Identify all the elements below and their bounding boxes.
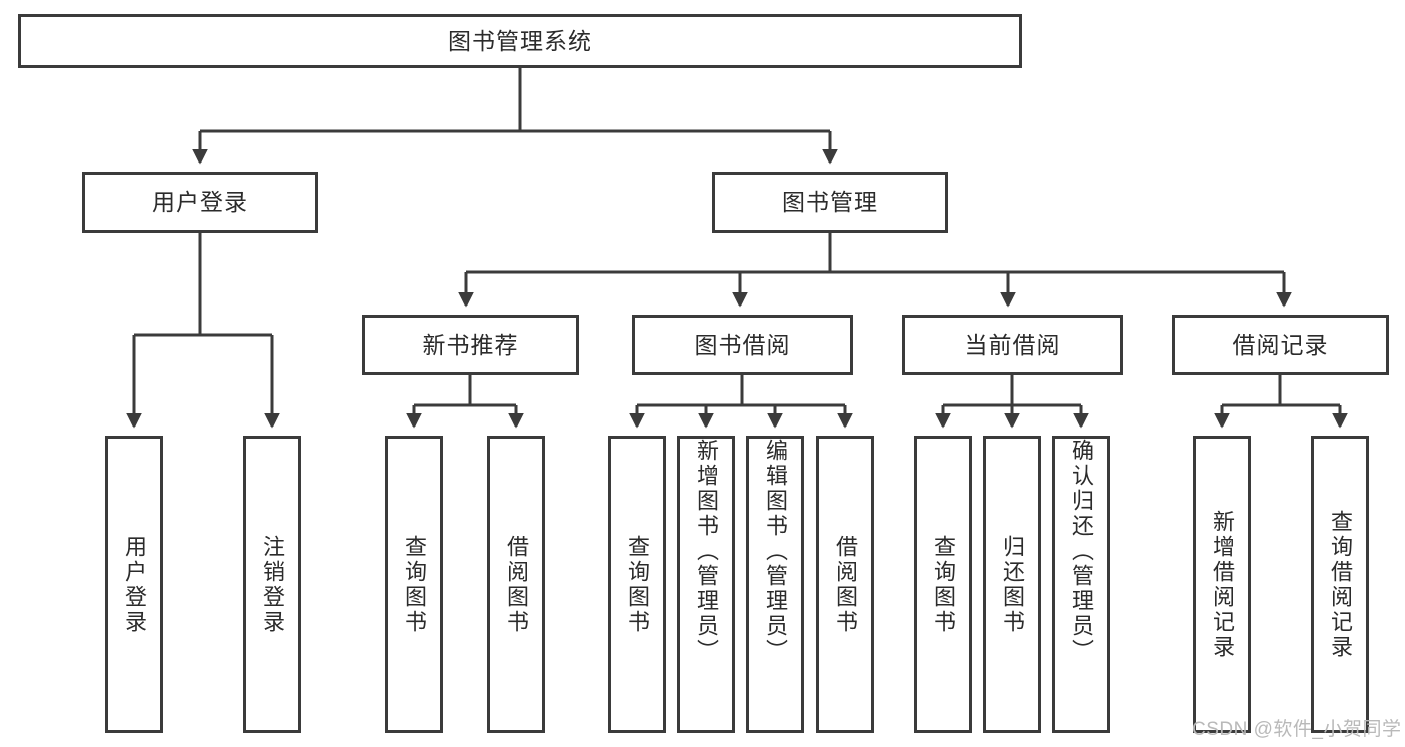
node-leaf-logout[interactable]: 注销登录 bbox=[243, 436, 301, 733]
node-label: 图书管理系统 bbox=[448, 27, 592, 54]
node-label: 归还图书 bbox=[1000, 534, 1025, 635]
node-label: 图书管理 bbox=[782, 189, 878, 216]
node-label: 新书推荐 bbox=[422, 331, 519, 358]
node-label: 借阅图书 bbox=[833, 534, 858, 635]
node-leaf-add-borrow-record[interactable]: 新增借阅记录 bbox=[1193, 436, 1251, 733]
node-label: 查询图书 bbox=[931, 534, 956, 635]
node-label: 编辑图书（管理员） bbox=[763, 439, 788, 664]
node-label: 注销登录 bbox=[260, 534, 285, 635]
node-leaf-borrow-book[interactable]: 借阅图书 bbox=[816, 436, 874, 733]
node-leaf-return-book[interactable]: 归还图书 bbox=[983, 436, 1041, 733]
node-label: 新增图书（管理员） bbox=[694, 439, 719, 664]
node-label: 借阅记录 bbox=[1232, 331, 1329, 358]
node-label: 用户登录 bbox=[122, 534, 147, 635]
node-label: 当前借阅 bbox=[964, 331, 1061, 358]
node-label: 查询图书 bbox=[625, 534, 650, 635]
node-leaf-query-book-recommend[interactable]: 查询图书 bbox=[385, 436, 443, 733]
node-leaf-query-borrow-record[interactable]: 查询借阅记录 bbox=[1311, 436, 1369, 733]
node-label: 用户登录 bbox=[152, 189, 248, 216]
node-book-management-system[interactable]: 图书管理系统 bbox=[18, 14, 1022, 68]
node-leaf-query-book-borrow[interactable]: 查询图书 bbox=[608, 436, 666, 733]
node-label: 借阅图书 bbox=[504, 534, 529, 635]
node-label: 查询图书 bbox=[402, 534, 427, 635]
node-leaf-add-book-admin[interactable]: 新增图书（管理员） bbox=[677, 436, 735, 733]
node-label: 确认归还（管理员） bbox=[1069, 439, 1094, 664]
node-leaf-confirm-return-admin[interactable]: 确认归还（管理员） bbox=[1052, 436, 1110, 733]
csdn-watermark: CSDN @软件_小贺同学 bbox=[1192, 719, 1402, 740]
node-new-book-recommendation[interactable]: 新书推荐 bbox=[362, 315, 579, 375]
node-leaf-query-book-current[interactable]: 查询图书 bbox=[914, 436, 972, 733]
node-label: 新增借阅记录 bbox=[1210, 509, 1235, 660]
node-book-management[interactable]: 图书管理 bbox=[712, 172, 948, 233]
node-label: 图书借阅 bbox=[694, 331, 791, 358]
node-leaf-borrow-book-recommend[interactable]: 借阅图书 bbox=[487, 436, 545, 733]
node-label: 查询借阅记录 bbox=[1328, 509, 1353, 660]
node-leaf-edit-book-admin[interactable]: 编辑图书（管理员） bbox=[746, 436, 804, 733]
node-borrowing-records[interactable]: 借阅记录 bbox=[1172, 315, 1389, 375]
node-book-borrowing[interactable]: 图书借阅 bbox=[632, 315, 853, 375]
node-current-borrowing[interactable]: 当前借阅 bbox=[902, 315, 1123, 375]
node-leaf-user-login[interactable]: 用户登录 bbox=[105, 436, 163, 733]
node-user-login[interactable]: 用户登录 bbox=[82, 172, 318, 233]
